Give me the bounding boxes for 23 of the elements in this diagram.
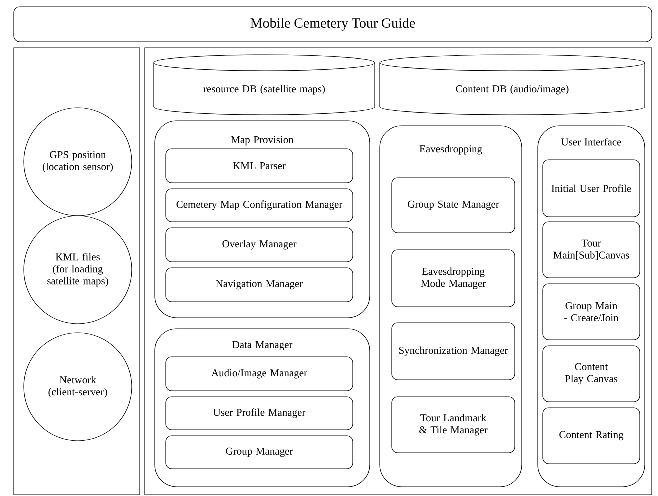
component-box: User Profile Manager <box>166 396 354 430</box>
component-box: Initial User Profile <box>542 160 640 218</box>
component-box: Group State Manager <box>392 178 516 234</box>
component-box: Group Manager <box>166 436 354 470</box>
component-box: Content Play Canvas <box>542 346 640 402</box>
component-box: Synchronization Manager <box>392 322 516 380</box>
component-box: KML Parser <box>166 148 354 184</box>
component-box: Navigation Manager <box>166 268 354 302</box>
node-label: resource DB (satellite maps) <box>204 85 326 95</box>
component-box: Audio/Image Manager <box>166 356 354 392</box>
node-label: Content DB (audio/image) <box>456 85 569 95</box>
database-cylinder: Content DB (audio/image) <box>380 54 646 116</box>
component-box: Tour Main[Sub]Canvas <box>542 222 640 278</box>
component-box: Group Main - Create/Join <box>542 284 640 340</box>
component-box: Eavesdropping Mode Manager <box>392 250 516 308</box>
component-box: Content Rating <box>542 408 640 464</box>
panel-box <box>144 48 652 496</box>
component-box: Cemetery Map Configuration Manager <box>166 188 354 222</box>
panel-box <box>14 48 140 496</box>
component-box: Tour Landmark & Tile Manager <box>392 396 516 454</box>
component-box: Overlay Manager <box>166 228 354 262</box>
database-cylinder: resource DB (satellite maps) <box>154 54 376 116</box>
title-box: Mobile Cemetery Tour Guide <box>14 6 652 42</box>
